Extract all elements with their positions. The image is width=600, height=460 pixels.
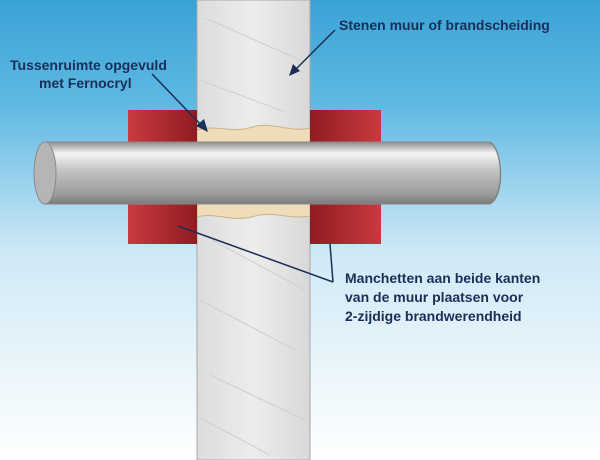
arrowheads (196, 64, 300, 132)
sleeve-label-line1: Manchetten aan beide kanten (345, 270, 540, 286)
stone-wall (196, 0, 311, 460)
wall-leader (292, 29, 336, 73)
left-sleeve (128, 110, 197, 244)
sleeve-label-line3: 2-zijdige brandwerendheid (345, 308, 522, 324)
pipe (33, 141, 502, 205)
wall-arrowhead (289, 64, 300, 76)
gap-label-line1: Tussenruimte opgevuld (10, 57, 167, 73)
sleeve-leader-left (177, 225, 334, 283)
gap-arrowhead (196, 119, 208, 132)
gap-label-line2: met Fernocryl (39, 75, 132, 91)
leader-lines (151, 29, 336, 283)
sleeve-label-line2: van de muur plaatsen voor (345, 289, 524, 305)
right-sleeve (310, 110, 381, 244)
wall-label: Stenen muur of brandscheiding (339, 17, 550, 33)
sleeve-leader-right (329, 243, 334, 283)
gap-leader (151, 73, 205, 129)
fernocryl-filler (196, 124, 311, 219)
